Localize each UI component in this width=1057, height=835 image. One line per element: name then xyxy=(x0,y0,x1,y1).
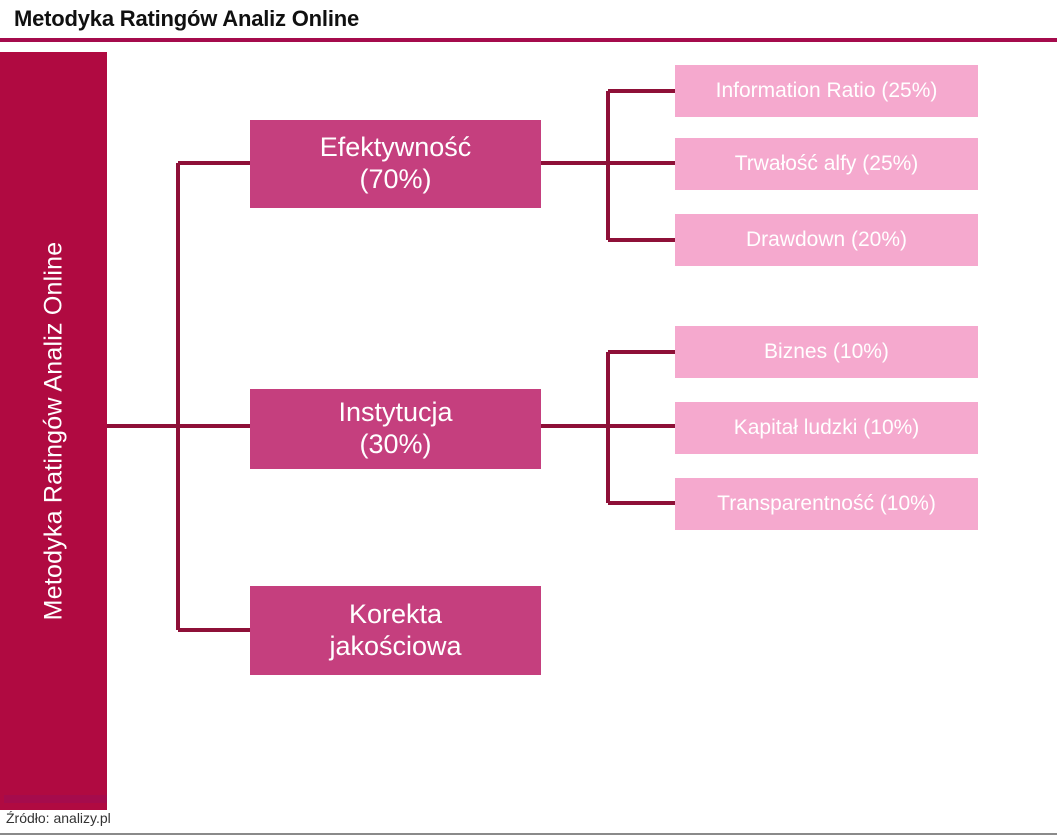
page-title: Metodyka Ratingów Analiz Online xyxy=(14,6,360,31)
node-efektywnosc: Efektywność (70%) xyxy=(250,120,541,208)
leaf-transparentnosc-label: Transparentność (10%) xyxy=(717,492,936,515)
leaf-drawdown-label: Drawdown (20%) xyxy=(745,228,908,251)
leaf-trwalosc-alfy: Trwałość alfy (25%) xyxy=(675,138,978,190)
leaf-biznes-label: Biznes (10%) xyxy=(764,340,889,363)
leaf-kapital-ludzki: Kapitał ludzki (10%) xyxy=(675,402,978,454)
root-node-methodology: Metodyka Ratingów Analiz Online xyxy=(0,52,107,810)
leaf-information-ratio-label: Information Ratio (25%) xyxy=(715,79,938,102)
node-instytucja-label: Instytucja (30%) xyxy=(338,397,453,459)
node-efektywnosc-label: Efektywność (70%) xyxy=(319,132,472,194)
source-note: Źródło: analizy.pl xyxy=(6,810,111,826)
leaf-biznes: Biznes (10%) xyxy=(675,326,978,378)
leaf-transparentnosc: Transparentność (10%) xyxy=(675,478,978,530)
leaf-trwalosc-alfy-label: Trwałość alfy (25%) xyxy=(734,152,919,175)
root-node-label: Metodyka Ratingów Analiz Online xyxy=(39,241,67,621)
footer-accent-bar xyxy=(4,795,107,803)
node-korekta-jakosciowa: Korekta jakościowa xyxy=(250,586,541,675)
node-instytucja: Instytucja (30%) xyxy=(250,389,541,469)
leaf-information-ratio: Information Ratio (25%) xyxy=(675,65,978,117)
node-korekta-jakosciowa-label: Korekta jakościowa xyxy=(329,598,462,661)
header-divider xyxy=(0,38,1057,42)
footer-divider xyxy=(0,833,1057,835)
leaf-drawdown: Drawdown (20%) xyxy=(675,214,978,266)
leaf-kapital-ludzki-label: Kapitał ludzki (10%) xyxy=(733,416,920,439)
